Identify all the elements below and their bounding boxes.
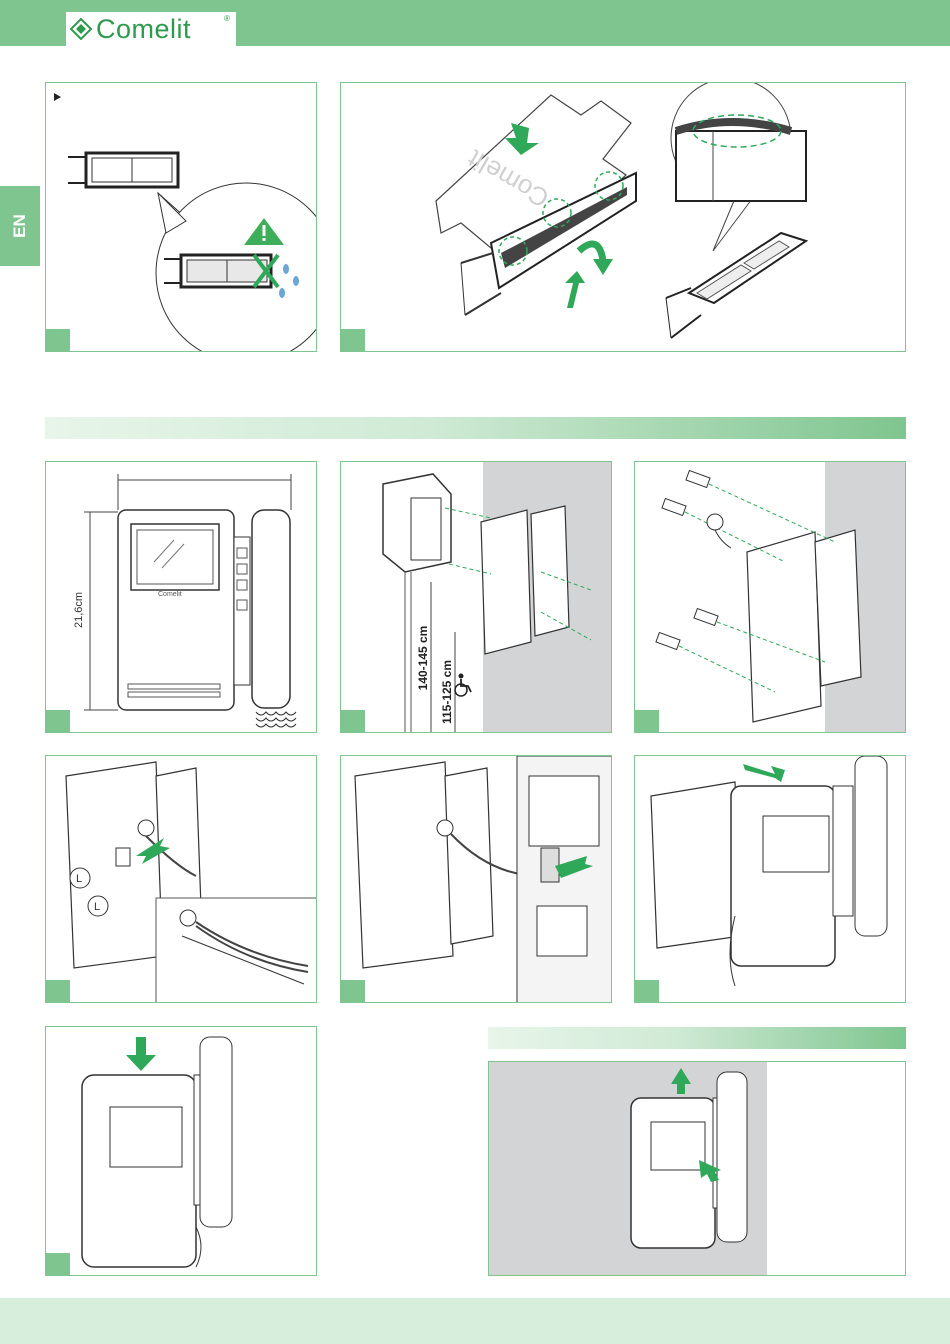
step-marker bbox=[46, 1253, 70, 1275]
wiring-illustration: L L bbox=[46, 756, 317, 1003]
panel-dimensions: Comelit 21,6cm bbox=[45, 461, 317, 733]
step-marker bbox=[635, 710, 659, 732]
bullet-triangle bbox=[54, 93, 61, 101]
slide-monitor-illustration bbox=[635, 756, 906, 1003]
panel-cover-insertion: Comelit bbox=[340, 82, 906, 352]
panel-slide-monitor bbox=[634, 755, 906, 1003]
step-marker bbox=[341, 710, 365, 732]
step-marker bbox=[635, 980, 659, 1002]
panel-press-monitor bbox=[45, 1026, 317, 1276]
accessible-height-label: 115-125 cm bbox=[440, 660, 454, 724]
step-marker bbox=[46, 980, 70, 1002]
height-dimension-label: 21,6cm bbox=[73, 592, 85, 628]
panel-nameplate-warning bbox=[45, 82, 317, 352]
panel-connector bbox=[340, 755, 612, 1003]
panel-wiring: L L bbox=[45, 755, 317, 1003]
device-logo: Comelit bbox=[158, 591, 182, 598]
section-band-removal bbox=[488, 1027, 906, 1049]
section-band bbox=[45, 417, 906, 439]
language-tab[interactable]: EN bbox=[0, 186, 40, 266]
panel-monitor-removal bbox=[488, 1061, 906, 1276]
dimensions-illustration: Comelit 21,6cm bbox=[46, 462, 317, 733]
step-marker bbox=[46, 329, 70, 351]
mounting-height-illustration: 140-145 cm 115-125 cm bbox=[341, 462, 612, 733]
press-monitor-illustration bbox=[46, 1027, 317, 1276]
brand-registered: ® bbox=[224, 14, 230, 23]
language-label: EN bbox=[10, 214, 30, 238]
connector-illustration bbox=[341, 756, 612, 1003]
brand-name: Comelit bbox=[96, 14, 191, 45]
brand-logo: Comelit ® bbox=[66, 12, 236, 46]
footer-bar bbox=[0, 1298, 950, 1344]
monitor-removal-illustration bbox=[489, 1062, 906, 1276]
wire-label-2: L bbox=[94, 901, 100, 913]
comelit-logo-icon bbox=[70, 18, 92, 40]
step-marker bbox=[341, 980, 365, 1002]
panel-mounting-height: 140-145 cm 115-125 cm bbox=[340, 461, 612, 733]
panel-wall-screws bbox=[634, 461, 906, 733]
wall-screws-illustration bbox=[635, 462, 906, 733]
step-marker bbox=[341, 329, 365, 351]
step-marker bbox=[46, 710, 70, 732]
mount-height-label: 140-145 cm bbox=[416, 626, 430, 691]
nameplate-warning-illustration bbox=[46, 83, 317, 352]
cover-insertion-illustration: Comelit bbox=[341, 83, 906, 352]
wire-label-1: L bbox=[76, 873, 82, 885]
